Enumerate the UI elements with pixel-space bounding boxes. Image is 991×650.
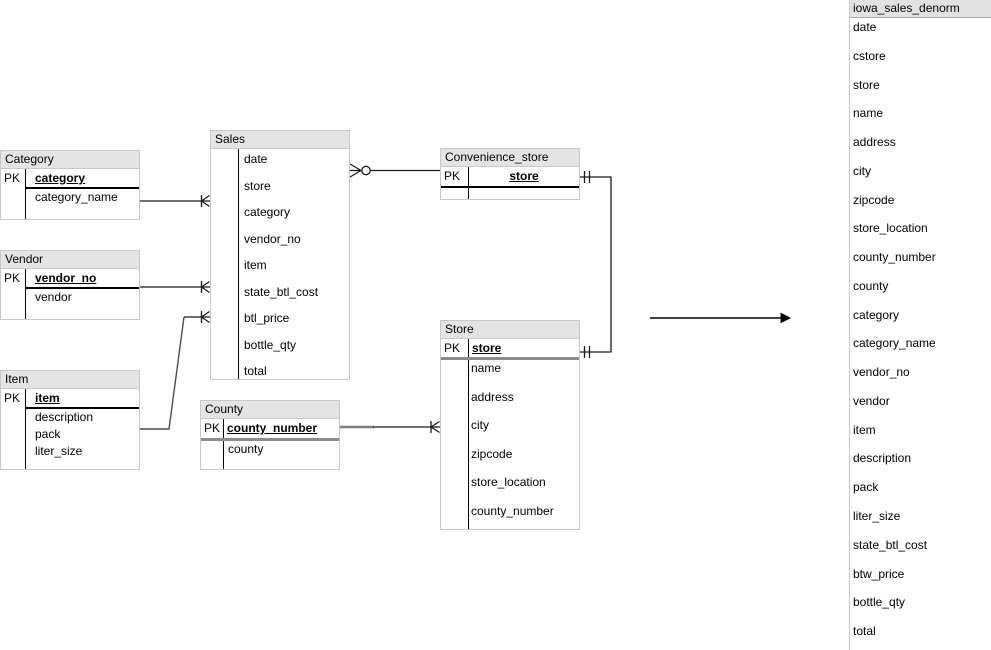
field-row: pack xyxy=(35,426,61,441)
pk-column-divider xyxy=(25,389,26,469)
field-row: store xyxy=(853,77,880,92)
pk-field: item xyxy=(35,391,60,405)
entity-convenience-store: Convenience_store PK store xyxy=(440,148,580,200)
table-title: County xyxy=(201,401,339,419)
pk-label: PK xyxy=(4,271,21,285)
field-row: category xyxy=(244,205,291,219)
field-row: liter_size xyxy=(35,444,83,459)
field-row: total xyxy=(853,624,876,639)
pk-label: PK xyxy=(444,341,461,355)
field-row: vendor xyxy=(853,393,890,408)
crow-foot-many-icon xyxy=(201,194,210,208)
field-row: bottle_qty xyxy=(853,595,906,610)
field-row: description xyxy=(35,409,94,424)
field-row: state_btl_cost xyxy=(244,284,319,299)
field-row: date xyxy=(853,20,877,34)
field-row: btw_price xyxy=(853,566,905,581)
field-row: zipcode xyxy=(471,446,513,461)
connector-vendor-sales xyxy=(140,280,210,294)
field-row: zipcode xyxy=(853,192,895,207)
entity-county: County PK county_number county xyxy=(200,400,340,470)
pk-column-divider xyxy=(468,339,469,529)
table-title: Convenience_store xyxy=(441,149,579,167)
field-row: liter_size xyxy=(853,509,901,524)
pk-field: category xyxy=(35,171,86,185)
field-row: bottle_qty xyxy=(244,337,297,352)
one-one-ticks-icon xyxy=(583,171,591,358)
pk-field: vendor_no xyxy=(35,271,97,285)
field-row: city xyxy=(853,163,871,178)
field-row: state_btl_cost xyxy=(853,537,928,552)
pk-separator xyxy=(441,357,579,360)
pk-label: PK xyxy=(204,421,221,435)
field-row: store xyxy=(244,178,271,193)
crow-foot-many-icon xyxy=(201,280,210,294)
field-row: category_name xyxy=(853,336,936,351)
table-title: iowa_sales_denorm xyxy=(850,0,991,18)
entity-iowa-sales-denorm: iowa_sales_denorm date cstore store name add… xyxy=(849,0,991,650)
zero-circle-icon xyxy=(361,165,371,176)
pk-label: PK xyxy=(444,169,461,183)
field-row: name xyxy=(853,106,884,121)
connector-convenience-store-store xyxy=(580,171,612,358)
field-row: address xyxy=(853,135,896,150)
field-row: city xyxy=(471,418,489,432)
pk-column-divider xyxy=(468,167,469,199)
field-row: vendor_no xyxy=(853,365,910,380)
pk-column-divider xyxy=(223,419,224,469)
table-title: Vendor xyxy=(1,251,139,269)
entity-category: Category PK category category_name xyxy=(0,150,140,220)
pk-separator xyxy=(25,187,139,189)
pk-column-divider xyxy=(25,269,26,319)
pk-separator xyxy=(25,287,139,289)
field-row: date xyxy=(244,152,268,166)
table-title: Category xyxy=(1,151,139,169)
pk-column-divider xyxy=(238,149,239,379)
connector-item-sales xyxy=(140,310,210,430)
field-row: description xyxy=(853,451,912,466)
denormalize-arrow-icon xyxy=(650,312,792,324)
field-row: address xyxy=(471,389,514,404)
field-row: county_number xyxy=(471,503,554,518)
table-title: Store xyxy=(441,321,579,339)
pk-field: store xyxy=(472,341,502,355)
crow-foot-many-icon xyxy=(349,163,362,178)
field-row: cstore xyxy=(853,48,886,63)
field-row: county_number xyxy=(853,250,936,265)
field-row: item xyxy=(853,422,876,437)
table-title: Item xyxy=(1,371,139,389)
field-row: store_location xyxy=(853,221,928,236)
pk-separator xyxy=(441,186,579,188)
pk-separator xyxy=(25,407,139,409)
field-row: county xyxy=(853,278,889,293)
pk-field: county_number xyxy=(227,421,318,435)
field-row: category xyxy=(853,307,900,322)
crow-foot-many-icon xyxy=(430,420,440,434)
entity-item: Item PK item description pack liter_size xyxy=(0,370,140,470)
field-row: pack xyxy=(853,480,879,495)
entity-store: Store PK store name address city zipcode sto… xyxy=(440,320,580,530)
field-row: name xyxy=(471,361,502,375)
pk-label: PK xyxy=(4,171,21,185)
pk-field: store xyxy=(509,169,539,183)
pk-label: PK xyxy=(4,391,21,405)
entity-vendor: Vendor PK vendor_no vendor xyxy=(0,250,140,320)
crow-foot-many-icon xyxy=(201,310,210,324)
field-row: item xyxy=(244,258,267,272)
field-row: county xyxy=(228,442,264,456)
field-row: vendor xyxy=(35,290,72,304)
connector-category-sales xyxy=(140,194,210,208)
connector-sales-convenience-store xyxy=(349,163,440,178)
pk-column-divider xyxy=(25,169,26,219)
field-row: store_location xyxy=(471,475,546,489)
field-row: vendor_no xyxy=(244,231,301,246)
field-row: btl_price xyxy=(244,311,290,325)
field-row: category_name xyxy=(35,190,118,204)
pk-separator xyxy=(201,438,339,441)
table-title: Sales xyxy=(211,131,349,149)
connector-county-store xyxy=(340,420,440,434)
field-row: total xyxy=(244,364,267,378)
